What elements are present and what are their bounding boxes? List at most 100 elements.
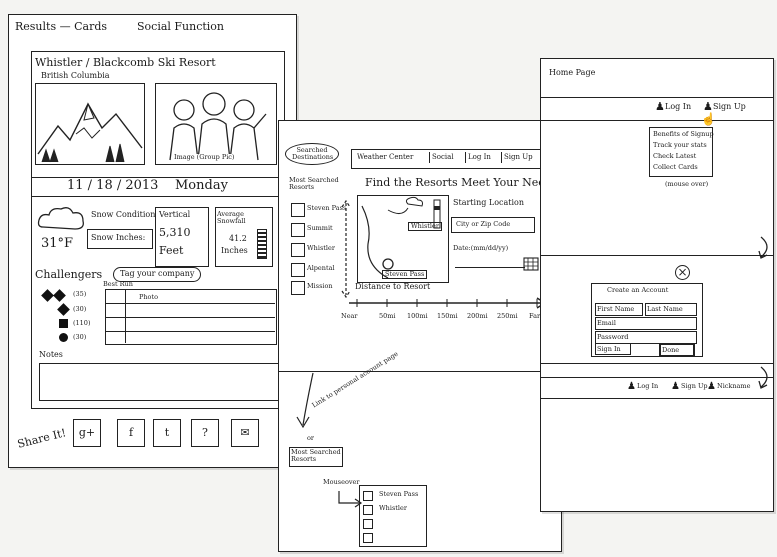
- map-outline: [361, 196, 441, 279]
- table-header-photo: Photo: [139, 293, 158, 301]
- dropdown-checkbox[interactable]: [363, 505, 373, 515]
- last-name-field[interactable]: Last Name: [645, 303, 697, 316]
- divider: [541, 255, 773, 256]
- hand-cursor-icon: ☝: [701, 112, 716, 126]
- email-icon[interactable]: ✉: [231, 419, 259, 447]
- login-link[interactable]: Log In: [665, 102, 692, 111]
- close-icon[interactable]: ×: [675, 265, 690, 280]
- list-item-label[interactable]: Steven Pass: [307, 204, 347, 212]
- person-icon: ♟: [703, 100, 713, 113]
- dropdown-checkbox[interactable]: [363, 533, 373, 543]
- map-label-whistler[interactable]: Whistler: [408, 222, 442, 232]
- region-label: British Columbia: [41, 71, 110, 80]
- notes-textarea[interactable]: [39, 363, 279, 401]
- vertical-box: [155, 207, 209, 267]
- mouseover-note: (mouse over): [665, 180, 709, 188]
- tag-company-button[interactable]: Tag your company: [113, 267, 202, 282]
- person-icon: ♟: [671, 381, 680, 392]
- city-zip-placeholder: City or Zip Code: [456, 220, 511, 228]
- score-3: (110): [73, 319, 91, 327]
- person-icon: ♟: [655, 100, 665, 113]
- nav-signup[interactable]: Sign Up: [681, 382, 708, 390]
- avg-snowfall-value: 41.2: [229, 234, 247, 243]
- share-label: Share It!: [16, 426, 68, 451]
- menu-item[interactable]: Track your stats: [653, 141, 707, 149]
- site-logo[interactable]: Searched Destinations: [285, 143, 339, 166]
- snow-inches-box: [87, 229, 153, 249]
- vertical-unit: Feet: [159, 244, 184, 257]
- signin-checkbox[interactable]: Sign In: [595, 343, 631, 355]
- resort-list-icon-2[interactable]: [291, 223, 305, 237]
- score-2: (30): [73, 305, 87, 313]
- calendar-icon[interactable]: [523, 257, 539, 271]
- map-label-steven-pass[interactable]: Steven Pass: [382, 270, 428, 280]
- tab-social[interactable]: Social: [429, 152, 456, 163]
- tab-weather-center[interactable]: Weather Center: [357, 153, 414, 161]
- avg-snowfall-box: [215, 207, 273, 267]
- challenger-5-icon: [59, 333, 68, 342]
- google-plus-icon[interactable]: g+: [73, 419, 101, 447]
- twitter-icon[interactable]: t: [153, 419, 181, 447]
- photo-caption: Image (Group Pic): [174, 153, 235, 162]
- mouseover-arrow: [338, 491, 363, 508]
- list-item-label[interactable]: Whistler: [307, 244, 335, 252]
- date-input[interactable]: [455, 267, 525, 268]
- person-icon: ♟: [707, 381, 716, 392]
- city-zip-input[interactable]: City or Zip Code: [451, 217, 535, 233]
- social-function-label: Social Function: [137, 20, 225, 33]
- done-button[interactable]: Done: [659, 343, 695, 357]
- facebook-icon[interactable]: f: [117, 419, 145, 447]
- dropdown-item[interactable]: Whistler: [379, 504, 407, 512]
- flickr-icon[interactable]: ?: [191, 419, 219, 447]
- group-photo: Image (Group Pic): [155, 83, 277, 165]
- most-searched-label: Most Searched Resorts: [289, 176, 339, 192]
- resort-map[interactable]: Whistler Steven Pass: [357, 195, 449, 283]
- resort-list-icon-1[interactable]: [291, 203, 305, 217]
- nav-nickname[interactable]: Nickname: [717, 382, 751, 390]
- dropdown-checkbox[interactable]: [363, 519, 373, 529]
- divider: [541, 363, 773, 364]
- snow-condition-label: Snow Condition: [91, 210, 156, 219]
- signup-link[interactable]: Sign Up: [713, 102, 746, 111]
- menu-item[interactable]: Benefits of Signup: [653, 130, 714, 138]
- day-value: Monday: [175, 178, 228, 193]
- cloud-icon: [37, 207, 84, 230]
- avg-snowfall-label: Average Snowfall: [217, 210, 246, 226]
- password-field[interactable]: Password: [595, 331, 697, 344]
- distance-tick: Far: [529, 312, 541, 320]
- resort-list-icon-3[interactable]: [291, 243, 305, 257]
- date-label: Date:(mm/dd/yy): [453, 244, 509, 252]
- table-row: [105, 331, 275, 332]
- dropdown-item[interactable]: Steven Pass: [379, 490, 419, 498]
- table-header-best-run: Best Run: [103, 280, 133, 288]
- list-item-label[interactable]: Mission: [307, 282, 333, 290]
- menu-item[interactable]: Collect Cards: [653, 163, 698, 171]
- most-searched-mini[interactable]: Most Searched Resorts: [289, 447, 343, 467]
- divider: [279, 371, 561, 372]
- menu-item[interactable]: Check Latest: [653, 152, 697, 160]
- distance-tick: 200mi: [467, 312, 488, 320]
- list-item-label[interactable]: Alpental: [307, 264, 335, 272]
- dialog-title: Create an Account: [607, 286, 669, 294]
- resort-list-icon-4[interactable]: [291, 263, 305, 277]
- sheet-title: Results — Cards: [15, 20, 108, 33]
- mountain-icon: [37, 102, 143, 163]
- distance-slider[interactable]: [347, 297, 547, 311]
- mouseover-dropdown: [359, 485, 427, 547]
- challenger-4-icon: [59, 319, 68, 328]
- logged-header-bar: [541, 377, 773, 399]
- home-page-sheet: Home Page ♟ Log In ♟ Sign Up ☝ Benefits …: [540, 58, 774, 512]
- first-name-field[interactable]: First Name: [595, 303, 643, 316]
- list-scrollbar[interactable]: [341, 199, 351, 299]
- nav-login[interactable]: Log In: [637, 382, 659, 390]
- tab-sign-up[interactable]: Sign Up: [501, 152, 535, 163]
- list-item-label[interactable]: Summit: [307, 224, 333, 232]
- email-field[interactable]: Email: [595, 317, 697, 330]
- resort-name: Whistler / Blackcomb Ski Resort: [35, 56, 216, 69]
- distance-label: Distance to Resort: [355, 282, 431, 291]
- resort-list-icon-5[interactable]: [291, 281, 305, 295]
- tab-log-in[interactable]: Log In: [465, 152, 493, 163]
- dropdown-checkbox[interactable]: [363, 491, 373, 501]
- search-page-sheet: Searched Destinations Weather Center Soc…: [278, 120, 562, 552]
- vertical-label: Vertical: [159, 210, 191, 219]
